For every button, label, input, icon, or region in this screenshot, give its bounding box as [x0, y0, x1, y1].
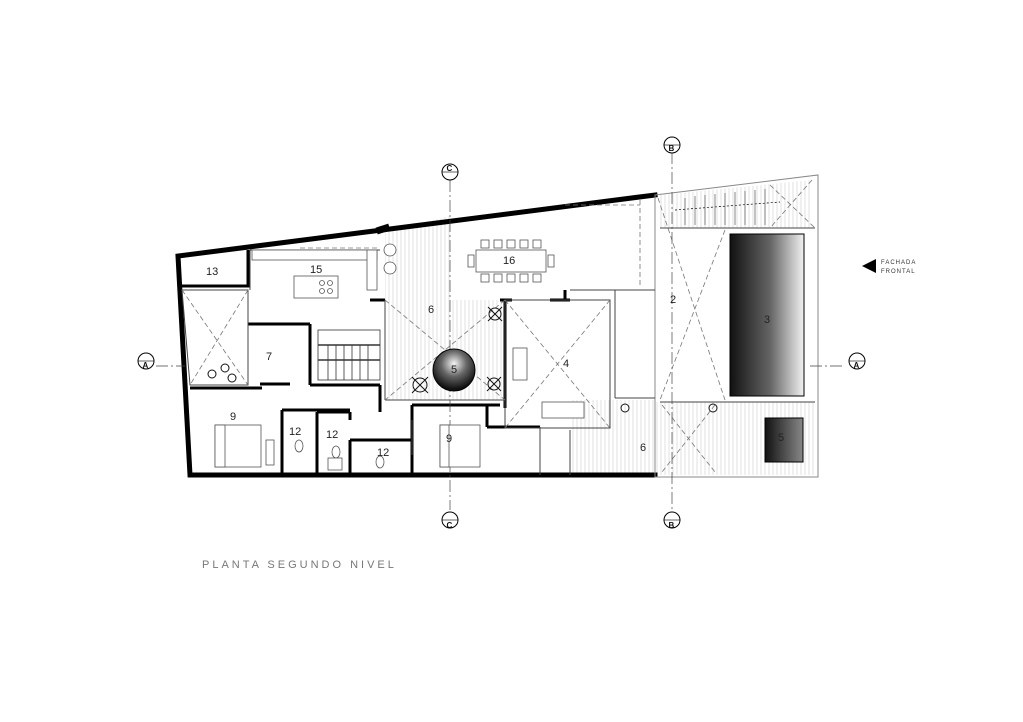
drawing-title: PLANTA SEGUNDO NIVEL: [202, 559, 397, 571]
exterior-stairs: [674, 189, 781, 225]
section-marker-a-left: A: [137, 352, 155, 370]
section-marker-b-bottom: B: [663, 511, 681, 530]
svg-text:C: C: [447, 521, 453, 530]
plunge-pool: [764, 417, 804, 463]
circular-skylight: [432, 348, 476, 392]
svg-text:B: B: [669, 144, 675, 153]
room-number: 12: [289, 426, 301, 438]
room-number: 16: [503, 255, 515, 267]
section-marker-c-top: C: [441, 163, 459, 181]
beds: [214, 424, 481, 468]
bathroom-fixtures: [265, 439, 385, 471]
room-number: 15: [310, 264, 322, 276]
svg-text:A: A: [854, 361, 860, 370]
room-number: 3: [764, 314, 770, 326]
room-number: 4: [563, 358, 569, 370]
living-furniture: [512, 347, 585, 419]
facade-label-line1: FACHADA: [881, 260, 916, 266]
room-number: 9: [446, 433, 452, 445]
room-number: 6: [428, 304, 434, 316]
room-number: 2: [670, 294, 676, 306]
room-number: 12: [377, 447, 389, 459]
svg-text:B: B: [669, 521, 675, 530]
svg-text:A: A: [143, 361, 149, 370]
room-number: 5: [451, 364, 457, 376]
main-pool: [729, 233, 805, 397]
overhead-dashed-lines: [181, 179, 816, 473]
plants: [207, 306, 718, 413]
facade-arrow-icon: [862, 259, 876, 273]
section-marker-c-bottom: C: [441, 511, 459, 530]
room-number: 7: [266, 351, 272, 363]
facade-label-line2: FRONTAL: [881, 269, 916, 275]
svg-text:C: C: [447, 164, 453, 173]
section-marker-b-top: B: [663, 136, 681, 154]
room-number: 6: [640, 442, 646, 454]
section-marker-a-right: A: [848, 352, 866, 370]
room-number: 12: [326, 429, 338, 441]
room-numbers: 13 15 16 6 2 3 7 5 4 9 12 12 12 9 6 5: [206, 255, 784, 459]
room-number: 5: [778, 432, 784, 444]
central-stairs: [317, 329, 381, 381]
exterior-walls: [175, 174, 819, 478]
room-number: 9: [230, 411, 236, 423]
dining-table: [467, 239, 555, 283]
room-number: 13: [206, 266, 218, 278]
kitchen-fixtures: [251, 243, 397, 299]
